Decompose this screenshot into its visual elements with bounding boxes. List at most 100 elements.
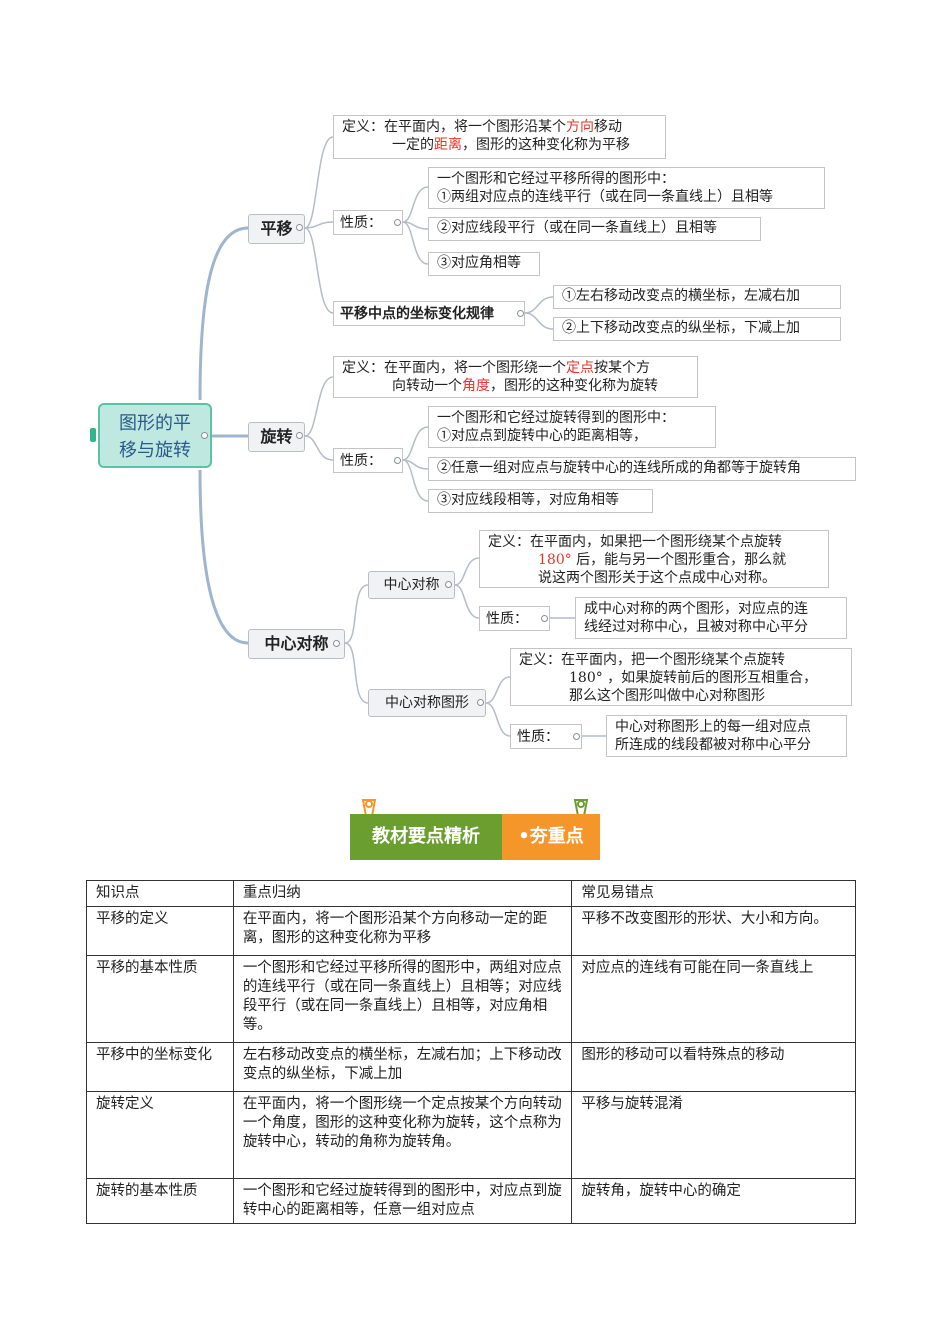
mind-map-connectors [198, 136, 606, 737]
property-intro: 一个图形和它经过旋转得到的图形中： [437, 410, 675, 426]
translation-definition: 定义：在平面内，将一个图形沿某个方向移动 一定的距离，图形的这种变化称为平移 [333, 115, 666, 159]
definition-text: ，图形的这种变化称为平移 [462, 137, 630, 153]
table-row: 旋转定义 在平面内，将一个图形绕一个定点按某个方向转动一个角度，图形的这种变化称… [86, 1091, 856, 1179]
symmetric-figure-collapse-toggle[interactable] [477, 699, 484, 706]
root-topic[interactable]: 图形的平 移与旋转 [98, 403, 212, 468]
definition-text: 向转动一个 [392, 378, 462, 394]
central-symmetry-collapse-toggle[interactable] [333, 640, 340, 647]
truncated-cell-text: 一个图形和它经过旋转得到的图形中，对应点到旋转中心的距离相等，任意一组对应点 [242, 1183, 562, 1218]
root-line-2: 移与旋转 [119, 440, 191, 461]
table-cell: 平移的基本性质 [86, 955, 234, 1043]
property-item: ①对应点到旋转中心的距离相等， [437, 428, 647, 444]
table-row: 平移的定义 在平面内，将一个图形沿某个方向移动一定的距离，图形的这种变化称为平移… [86, 906, 856, 956]
definition-highlight: 方向 [566, 119, 594, 135]
topic-rotation[interactable]: 旋转 [248, 422, 305, 452]
table-cell: 一个图形和它经过旋转得到的图形中，对应点到旋转中心的距离相等，任意一组对应点 [232, 1178, 573, 1224]
translation-collapse-toggle[interactable] [296, 224, 303, 231]
property-item: ①两组对应点的连线平行（或在同一条直线上）且相等 [437, 189, 773, 205]
point-symmetry-collapse-toggle[interactable] [445, 581, 452, 588]
root-collapse-toggle[interactable] [201, 432, 208, 439]
definition-highlight: 180° [538, 552, 572, 568]
definition-text: 在平面内，将一个图形绕一个 [384, 360, 566, 376]
table-cell: 平移中的坐标变化 [86, 1042, 234, 1092]
table-cell: 平移的定义 [86, 906, 234, 956]
table-cell: 在平面内，将一个图形绕一个定点按某个方向转动一个角度，图形的这种变化称为旋转，这… [232, 1091, 573, 1179]
coord-collapse-toggle[interactable] [517, 310, 524, 317]
coordinate-rule-1: ①左右移动改变点的横坐标，左减右加 [553, 285, 841, 309]
table-cell: 旋转角，旋转中心的确定 [571, 1178, 856, 1224]
table-row: 旋转的基本性质 一个图形和它经过旋转得到的图形中，对应点到旋转中心的距离相等，任… [86, 1178, 856, 1224]
definition-label: 定义： [342, 360, 384, 376]
rotation-property-2: ②任意一组对应点与旋转中心的连线所成的角都等于旋转角 [428, 457, 856, 481]
subtopic-point-symmetry[interactable]: 中心对称 [368, 571, 455, 599]
symmetric-figure-property-label[interactable]: 性质： [510, 724, 582, 749]
table-row: 平移的基本性质 一个图形和它经过平移所得的图形中，两组对应点的连线平行（或在同一… [86, 955, 856, 1043]
rotation-property-label[interactable]: 性质： [333, 448, 403, 473]
table-cell: 旋转定义 [86, 1091, 234, 1179]
definition-text: 在平面内，把一个图形绕某个点旋转 [561, 652, 785, 668]
table-header-row: 知识点 重点归纳 常见易错点 [86, 880, 856, 907]
property-intro: 一个图形和它经过平移所得的图形中： [437, 171, 675, 187]
property-collapse-toggle[interactable] [573, 733, 580, 740]
definition-text: 那么这个图形叫做中心对称图形 [569, 688, 765, 704]
definition-text: 一定的 [392, 137, 434, 153]
header-common-mistakes: 常见易错点 [571, 880, 856, 907]
property-collapse-toggle[interactable] [394, 219, 401, 226]
point-symmetry-property-label[interactable]: 性质： [479, 606, 550, 631]
table-cell: 一个图形和它经过平移所得的图形中，两组对应点的连线平行（或在同一条直线上）且相等… [232, 955, 573, 1043]
definition-text: 在平面内，如果把一个图形绕某个点旋转 [530, 534, 782, 550]
translation-property-2: ②对应线段平行（或在同一条直线上）且相等 [428, 217, 761, 241]
section-banner: 教材要点精析 •夯重点 [350, 799, 600, 860]
key-points-table: 知识点 重点归纳 常见易错点 平移的定义 在平面内，将一个图形沿某个方向移动一定… [86, 880, 856, 1224]
table-cell: 图形的移动可以看特殊点的移动 [571, 1042, 856, 1092]
definition-text: 后，能与另一个图形重合，那么就 [571, 552, 787, 568]
point-symmetry-definition: 定义：在平面内，如果把一个图形绕某个点旋转 180° 后，能与另一个图形重合，那… [479, 530, 829, 588]
root-line-1: 图形的平 [119, 413, 191, 434]
property-collapse-toggle[interactable] [394, 457, 401, 464]
coordinate-rule-label[interactable]: 平移中点的坐标变化规律 [333, 301, 525, 326]
root-handle-left[interactable] [90, 428, 96, 442]
property-collapse-toggle[interactable] [541, 615, 548, 622]
table-cell: 对应点的连线有可能在同一条直线上 [571, 955, 856, 1043]
topic-translation[interactable]: 平移 [248, 214, 305, 244]
definition-text: 180° ，如果旋转前后的图形互相重合， [569, 670, 818, 686]
definition-highlight: 定点 [566, 360, 594, 376]
definition-highlight: 角度 [462, 378, 490, 394]
mind-map: 图形的平 移与旋转 平移 定义：在平面内，将一个图形沿某个方向移动 一定的距离，… [90, 115, 856, 757]
banner-title: 教材要点精析 [350, 814, 502, 860]
property-line: 线经过对称中心，且被对称中心平分 [584, 619, 808, 635]
property-line: 所连成的线段都被对称中心平分 [615, 737, 811, 753]
table-cell: 在平面内，将一个图形沿某个方向移动一定的距离，图形的这种变化称为平移 [232, 906, 573, 956]
rotation-property-1: 一个图形和它经过旋转得到的图形中： ①对应点到旋转中心的距离相等， [428, 406, 716, 448]
header-knowledge-point: 知识点 [86, 880, 234, 907]
translation-property-1: 一个图形和它经过平移所得的图形中： ①两组对应点的连线平行（或在同一条直线上）且… [428, 167, 825, 209]
table-cell: 左右移动改变点的横坐标，左减右加；上下移动改变点的纵坐标，下减上加 [232, 1042, 573, 1092]
banner-subtitle: •夯重点 [502, 814, 600, 860]
rotation-definition: 定义：在平面内，将一个图形绕一个定点按某个方 向转动一个角度，图形的这种变化称为… [333, 356, 698, 398]
subtopic-symmetric-figure[interactable]: 中心对称图形 [368, 689, 486, 717]
topic-central-symmetry[interactable]: 中心对称 [248, 629, 345, 659]
definition-label: 定义： [342, 119, 384, 135]
definition-label: 定义： [488, 534, 530, 550]
property-line: 中心对称图形上的每一组对应点 [615, 719, 811, 735]
definition-text: 在平面内，将一个图形沿某个 [384, 119, 566, 135]
translation-property-3: ③对应角相等 [428, 252, 540, 276]
table-cell: 平移与旋转混淆 [571, 1091, 856, 1179]
definition-label: 定义： [519, 652, 561, 668]
coordinate-rule-2: ②上下移动改变点的纵坐标，下减上加 [553, 317, 841, 341]
property-line: 成中心对称的两个图形，对应点的连 [584, 601, 808, 617]
point-symmetry-property: 成中心对称的两个图形，对应点的连 线经过对称中心，且被对称中心平分 [575, 597, 847, 639]
definition-highlight: 距离 [434, 137, 462, 153]
definition-text: 说这两个图形关于这个点成中心对称。 [538, 570, 776, 586]
definition-text: 按某个方 [594, 360, 650, 376]
definition-text: 移动 [594, 119, 622, 135]
rotation-collapse-toggle[interactable] [296, 432, 303, 439]
symmetric-figure-definition: 定义：在平面内，把一个图形绕某个点旋转 180° ，如果旋转前后的图形互相重合，… [510, 648, 852, 706]
translation-property-label[interactable]: 性质： [333, 210, 403, 235]
table-cell: 旋转的基本性质 [86, 1178, 234, 1224]
table-row: 平移中的坐标变化 左右移动改变点的横坐标，左减右加；上下移动改变点的纵坐标，下减… [86, 1042, 856, 1092]
rotation-property-3: ③对应线段相等，对应角相等 [428, 489, 653, 513]
definition-text: ，图形的这种变化称为旋转 [490, 378, 658, 394]
header-key-summary: 重点归纳 [232, 880, 573, 907]
symmetric-figure-property: 中心对称图形上的每一组对应点 所连成的线段都被对称中心平分 [606, 715, 847, 757]
